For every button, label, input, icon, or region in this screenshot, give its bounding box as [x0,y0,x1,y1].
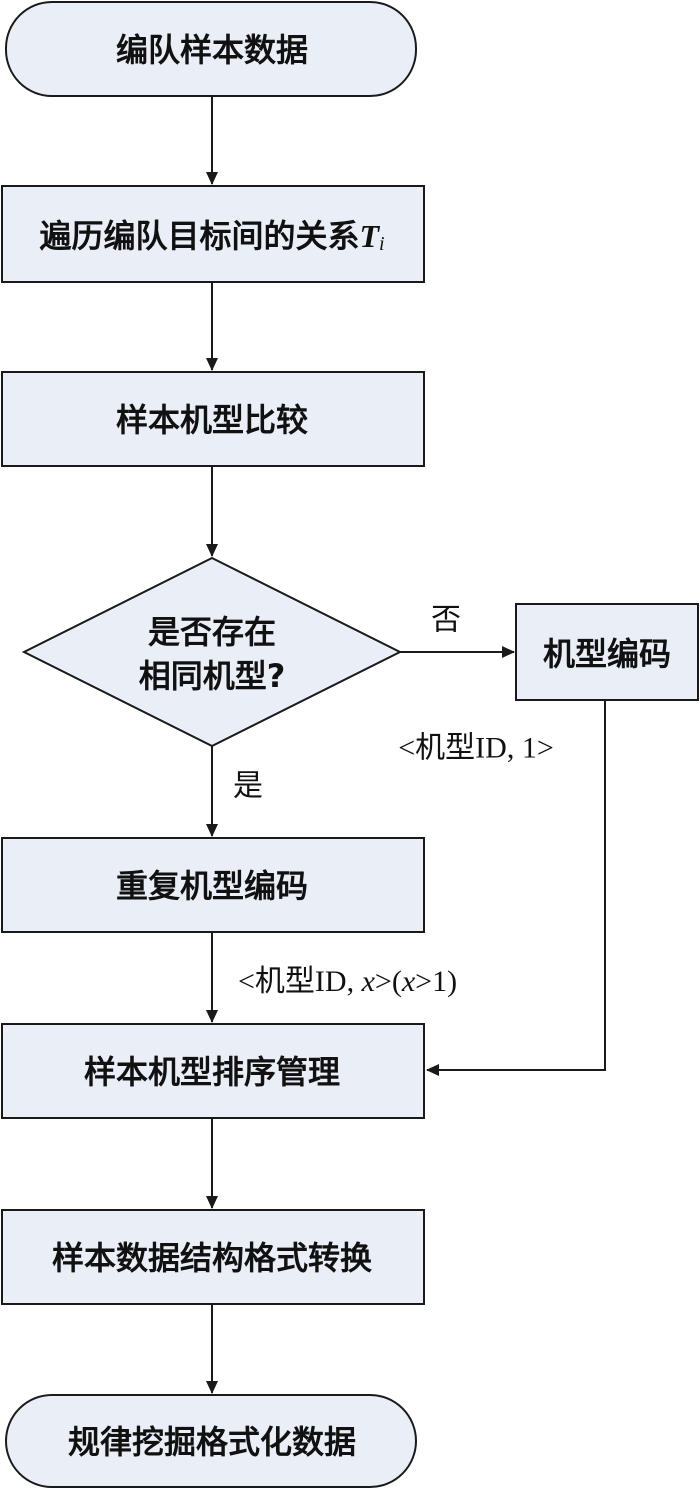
edge-label-repeat-output: <机型ID, x>(x>1) [238,965,457,998]
node-convert-label: 样本数据结构格式转换 [52,1239,372,1277]
node-decision: 是否存在 相同机型? [21,556,403,748]
node-start: 编队样本数据 [5,1,417,97]
node-traverse-label: 遍历编队目标间的关系Ti [39,217,384,255]
node-end: 规律挖掘格式化数据 [5,1394,417,1488]
edge-label-yes: 是 [233,770,263,803]
node-start-label: 编队样本数据 [116,31,308,69]
node-convert: 样本数据结构格式转换 [1,1209,425,1305]
edge-label-encode-output: <机型ID, 1> [398,732,554,765]
edges [206,96,606,1394]
node-traverse: 遍历编队目标间的关系Ti [1,185,425,283]
edge-encode-to-sort [426,700,606,1076]
node-compare: 样本机型比较 [1,371,425,467]
node-repeat-encode: 重复机型编码 [1,837,425,933]
node-compare-label: 样本机型比较 [116,401,308,439]
node-encode: 机型编码 [515,603,699,701]
edge-label-no: 否 [431,604,461,637]
node-decision-line2: 相同机型? [139,657,286,695]
node-repeat-encode-label: 重复机型编码 [116,867,308,905]
node-decision-line1: 是否存在 [148,613,276,651]
node-encode-label: 机型编码 [543,635,671,673]
node-sort: 样本机型排序管理 [1,1023,425,1119]
node-end-label: 规律挖掘格式化数据 [68,1423,356,1461]
node-sort-label: 样本机型排序管理 [84,1053,340,1091]
